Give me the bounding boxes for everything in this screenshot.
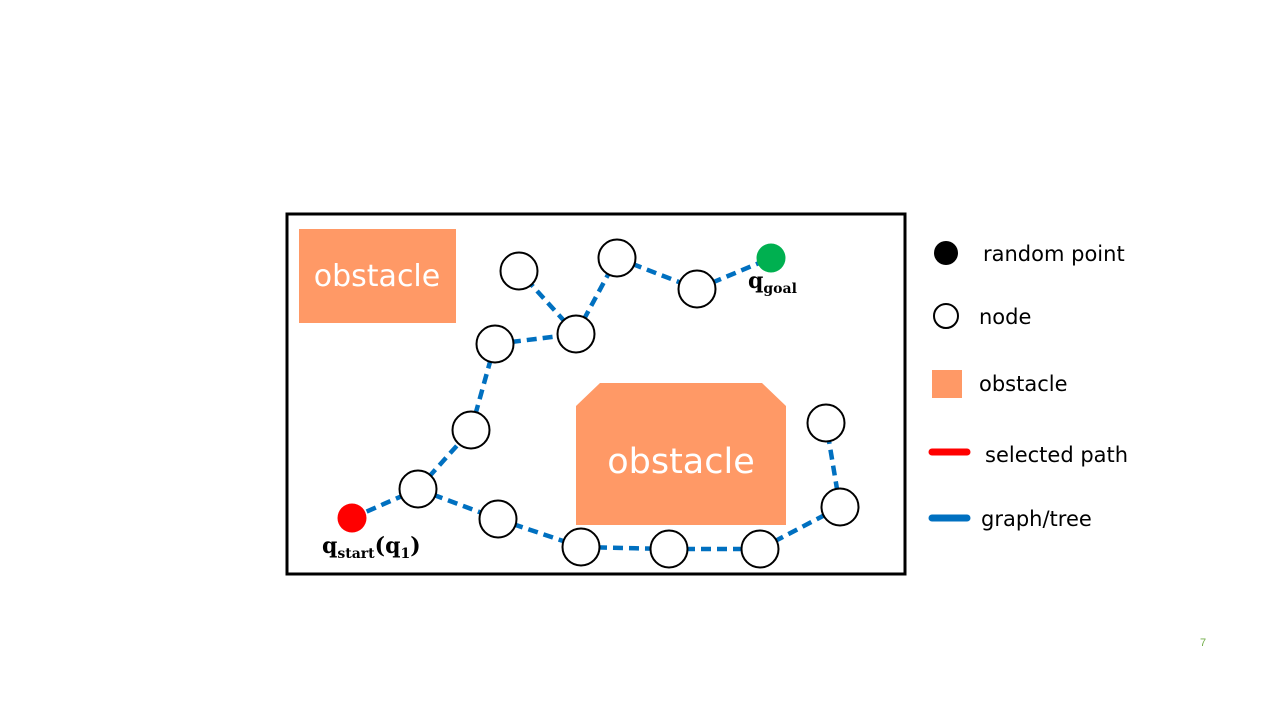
obstacle-large-shape <box>576 383 786 525</box>
legend: random point node obstacle selected path… <box>928 241 1128 531</box>
node <box>561 527 601 567</box>
node <box>820 487 860 527</box>
page-number: 7 <box>1200 637 1207 649</box>
legend-graph-tree-label: graph/tree <box>981 507 1092 531</box>
node <box>677 269 717 309</box>
goal-point <box>756 243 786 273</box>
start-point <box>337 503 367 533</box>
legend-random-point-label: random point <box>983 242 1125 266</box>
node <box>806 403 846 443</box>
obstacle-small-label: obstacle <box>314 259 440 294</box>
obstacle-large-label: obstacle <box>607 442 755 482</box>
legend-obstacle-label: obstacle <box>979 372 1068 396</box>
obstacle-large: obstacle <box>576 383 786 525</box>
node <box>597 238 637 278</box>
legend-selected-path-label: selected path <box>985 443 1128 467</box>
node <box>556 314 596 354</box>
obstacle-small-shape <box>299 229 456 323</box>
node <box>451 410 491 450</box>
node <box>398 469 438 509</box>
node <box>478 499 518 539</box>
goal-label: qgoal <box>748 268 797 297</box>
node <box>475 324 515 364</box>
legend-node-label: node <box>979 305 1031 329</box>
node <box>649 529 689 569</box>
node <box>499 251 539 291</box>
start-label: qstart(q1) <box>322 533 421 562</box>
node <box>740 529 780 569</box>
legend-random-point-icon <box>934 241 958 265</box>
obstacle-small: obstacle <box>299 229 456 323</box>
legend-obstacle-icon <box>932 370 962 398</box>
edge <box>351 486 419 521</box>
legend-node-icon <box>933 303 959 329</box>
graph-nodes <box>398 238 860 569</box>
